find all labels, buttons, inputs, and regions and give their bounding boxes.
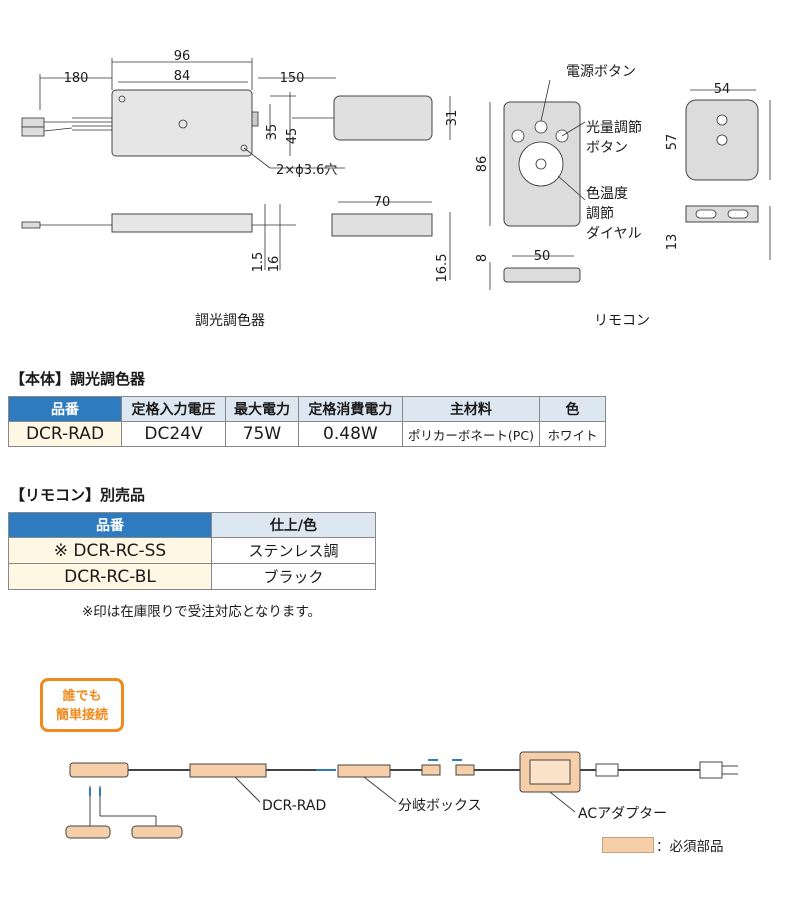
header-part-no: 品番	[8, 396, 122, 422]
cell-material: ポリカーボネート(PC)	[401, 421, 540, 447]
caption-remote: リモコン	[594, 313, 650, 329]
remote-spec-table: 品番 仕上/色 ※ DCR-RC-SS ステンレス調 DCR-RC-BL ブラッ…	[8, 512, 376, 590]
dim-35: 35	[265, 124, 280, 141]
dim-50: 50	[534, 249, 551, 264]
header-consumption: 定格消費電力	[297, 396, 403, 422]
dim-1-5: 1.5	[251, 252, 266, 273]
required-part-swatch	[602, 837, 654, 853]
cell-color: ホワイト	[538, 421, 607, 447]
dim-96: 96	[174, 49, 191, 64]
dim-8: 8	[475, 254, 490, 262]
dim-180: 180	[64, 71, 89, 86]
remote-cell-part-2: DCR-RC-BL	[8, 563, 212, 590]
dim-13: 13	[665, 234, 680, 251]
callout-power-button: 電源ボタン	[566, 64, 636, 80]
connection-diagram: DCR-RAD 分岐ボックス ACアダプター	[65, 751, 738, 839]
header-max-power: 最大電力	[225, 396, 299, 422]
badge-line-1: 誰でも	[62, 689, 102, 704]
callout-light-button-2: ボタン	[586, 140, 628, 156]
remote-cell-finish-2: ブラック	[211, 563, 376, 590]
callout-color-dial-3: ダイヤル	[586, 226, 642, 242]
badge-line-2: 簡単接続	[55, 708, 108, 723]
main-table-title: 【本体】調光調色器	[10, 370, 146, 388]
hole-spec: 2×ϕ3.6穴	[276, 163, 337, 178]
dim-45: 45	[285, 128, 300, 145]
main-spec-table: 品番 定格入力電圧 最大電力 定格消費電力 主材料 色 DCR-RAD DC24…	[8, 396, 607, 447]
cell-voltage: DC24V	[120, 421, 227, 447]
callout-color-dial-1: 色温度	[586, 185, 628, 202]
header-rated-voltage: 定格入力電圧	[120, 396, 227, 422]
cell-max-power: 75W	[225, 421, 299, 447]
dim-86: 86	[475, 156, 490, 173]
label-dcr-rad: DCR-RAD	[262, 798, 326, 814]
cell-part-no: DCR-RAD	[8, 421, 122, 447]
dim-54: 54	[714, 82, 731, 97]
remote-header-finish: 仕上/色	[211, 512, 376, 538]
remote-cell-finish-1: ステンレス調	[211, 537, 376, 564]
callout-color-dial-2: 調節	[586, 205, 614, 222]
caption-dimmer: 調光調色器	[195, 312, 265, 329]
remote-table-title: 【リモコン】別売品	[10, 486, 146, 504]
callout-light-button-1: 光量調節	[586, 119, 642, 136]
cell-consumption: 0.48W	[297, 421, 403, 447]
remote-header-part-no: 品番	[8, 512, 212, 538]
label-ac-adapter: ACアダプター	[578, 806, 667, 822]
dim-57: 57	[665, 134, 680, 151]
dimension-drawing: 96 84 180 150 35 45 31 2×ϕ3.6穴 70 1.5 16…	[21, 49, 771, 329]
remote-cell-part-1: ※ DCR-RC-SS	[8, 537, 212, 564]
dim-150: 150	[280, 71, 305, 86]
dim-16: 16	[267, 256, 282, 273]
stock-note: ※印は在庫限りで受注対応となります。	[82, 604, 322, 620]
header-material: 主材料	[401, 396, 540, 422]
header-color: 色	[538, 396, 607, 422]
easy-connect-badge: 誰でも 簡単接続	[40, 678, 124, 732]
dim-16-5: 16.5	[435, 254, 450, 283]
dim-70: 70	[374, 195, 391, 210]
dim-84: 84	[174, 69, 191, 84]
required-part-legend: ：必須部品	[656, 839, 724, 855]
dim-31: 31	[445, 110, 460, 127]
label-branch-box: 分岐ボックス	[398, 798, 482, 814]
